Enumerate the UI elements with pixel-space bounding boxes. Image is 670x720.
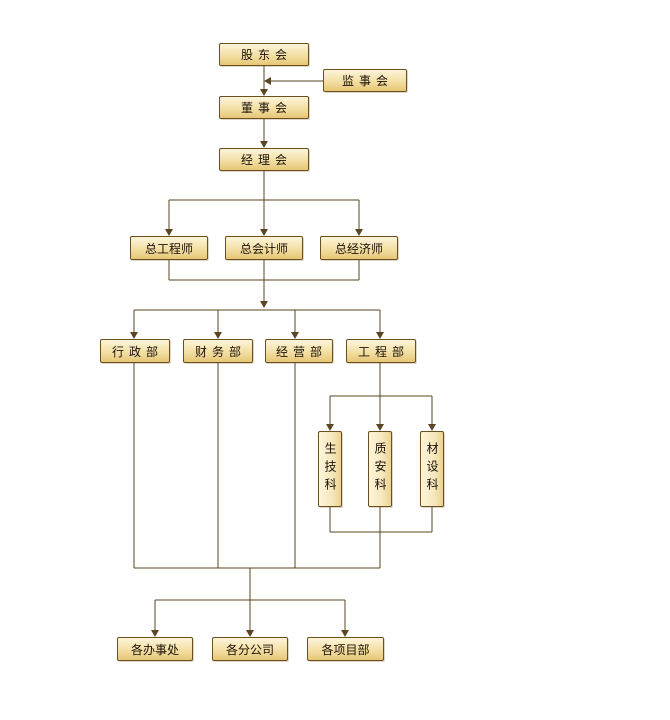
node-chief-accountant: 总会计师: [225, 236, 303, 260]
node-materials-section: 材设科: [420, 431, 444, 507]
node-quality-section-label: 质安科: [373, 442, 387, 496]
node-chief-economist: 总经济师: [320, 236, 398, 260]
node-branches: 各分公司: [212, 637, 288, 661]
node-materials-section-label: 材设科: [425, 442, 439, 496]
node-shareholders: 股东会: [219, 43, 309, 66]
node-offices: 各办事处: [117, 637, 193, 661]
node-production-section: 生技科: [318, 431, 342, 507]
node-quality-section: 质安科: [368, 431, 392, 507]
node-project-depts: 各项目部: [307, 637, 384, 661]
node-business-dept: 经营部: [265, 339, 333, 363]
node-managers: 经理会: [219, 148, 309, 171]
node-engineering-dept: 工程部: [346, 339, 416, 363]
node-board: 董事会: [219, 96, 309, 119]
node-finance-dept: 财务部: [183, 339, 253, 363]
node-supervisors: 监事会: [323, 69, 407, 92]
node-chief-engineer: 总工程师: [130, 236, 208, 260]
node-admin-dept: 行政部: [100, 339, 170, 363]
node-production-section-label: 生技科: [323, 442, 337, 496]
